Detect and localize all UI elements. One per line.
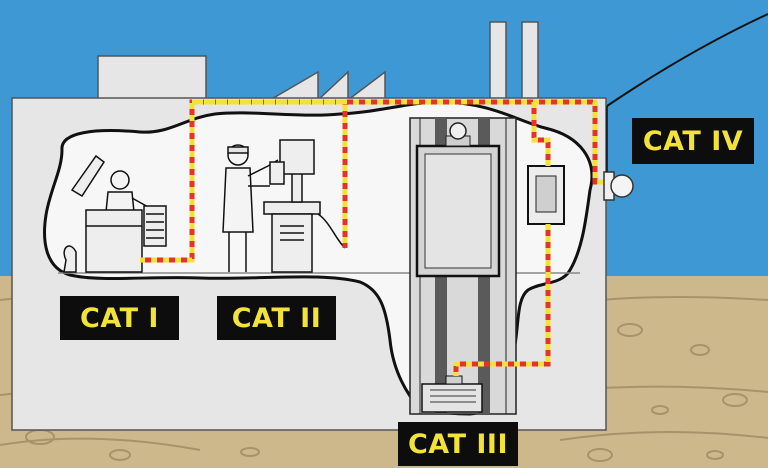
utility-line [606, 13, 768, 107]
elevator-motor-icon [421, 375, 483, 413]
drill-press-icon [263, 139, 346, 273]
smokestack-right [521, 21, 539, 101]
elevator-car-window [424, 153, 492, 269]
cat-i-label: CAT I [60, 296, 179, 340]
copier-machine-icon [63, 154, 167, 273]
elevator-pulley-icon [445, 122, 471, 147]
wiring [140, 99, 603, 376]
cat-ii-label: CAT II [217, 296, 336, 340]
smokestack-left [489, 21, 507, 101]
electric-meter [610, 174, 634, 198]
sawtooth-roof [267, 70, 386, 102]
panel-door [535, 175, 557, 213]
cat-iv-label: CAT IV [632, 118, 754, 164]
cat-iii-label: CAT III [398, 422, 518, 466]
rooftop-block [97, 55, 207, 101]
